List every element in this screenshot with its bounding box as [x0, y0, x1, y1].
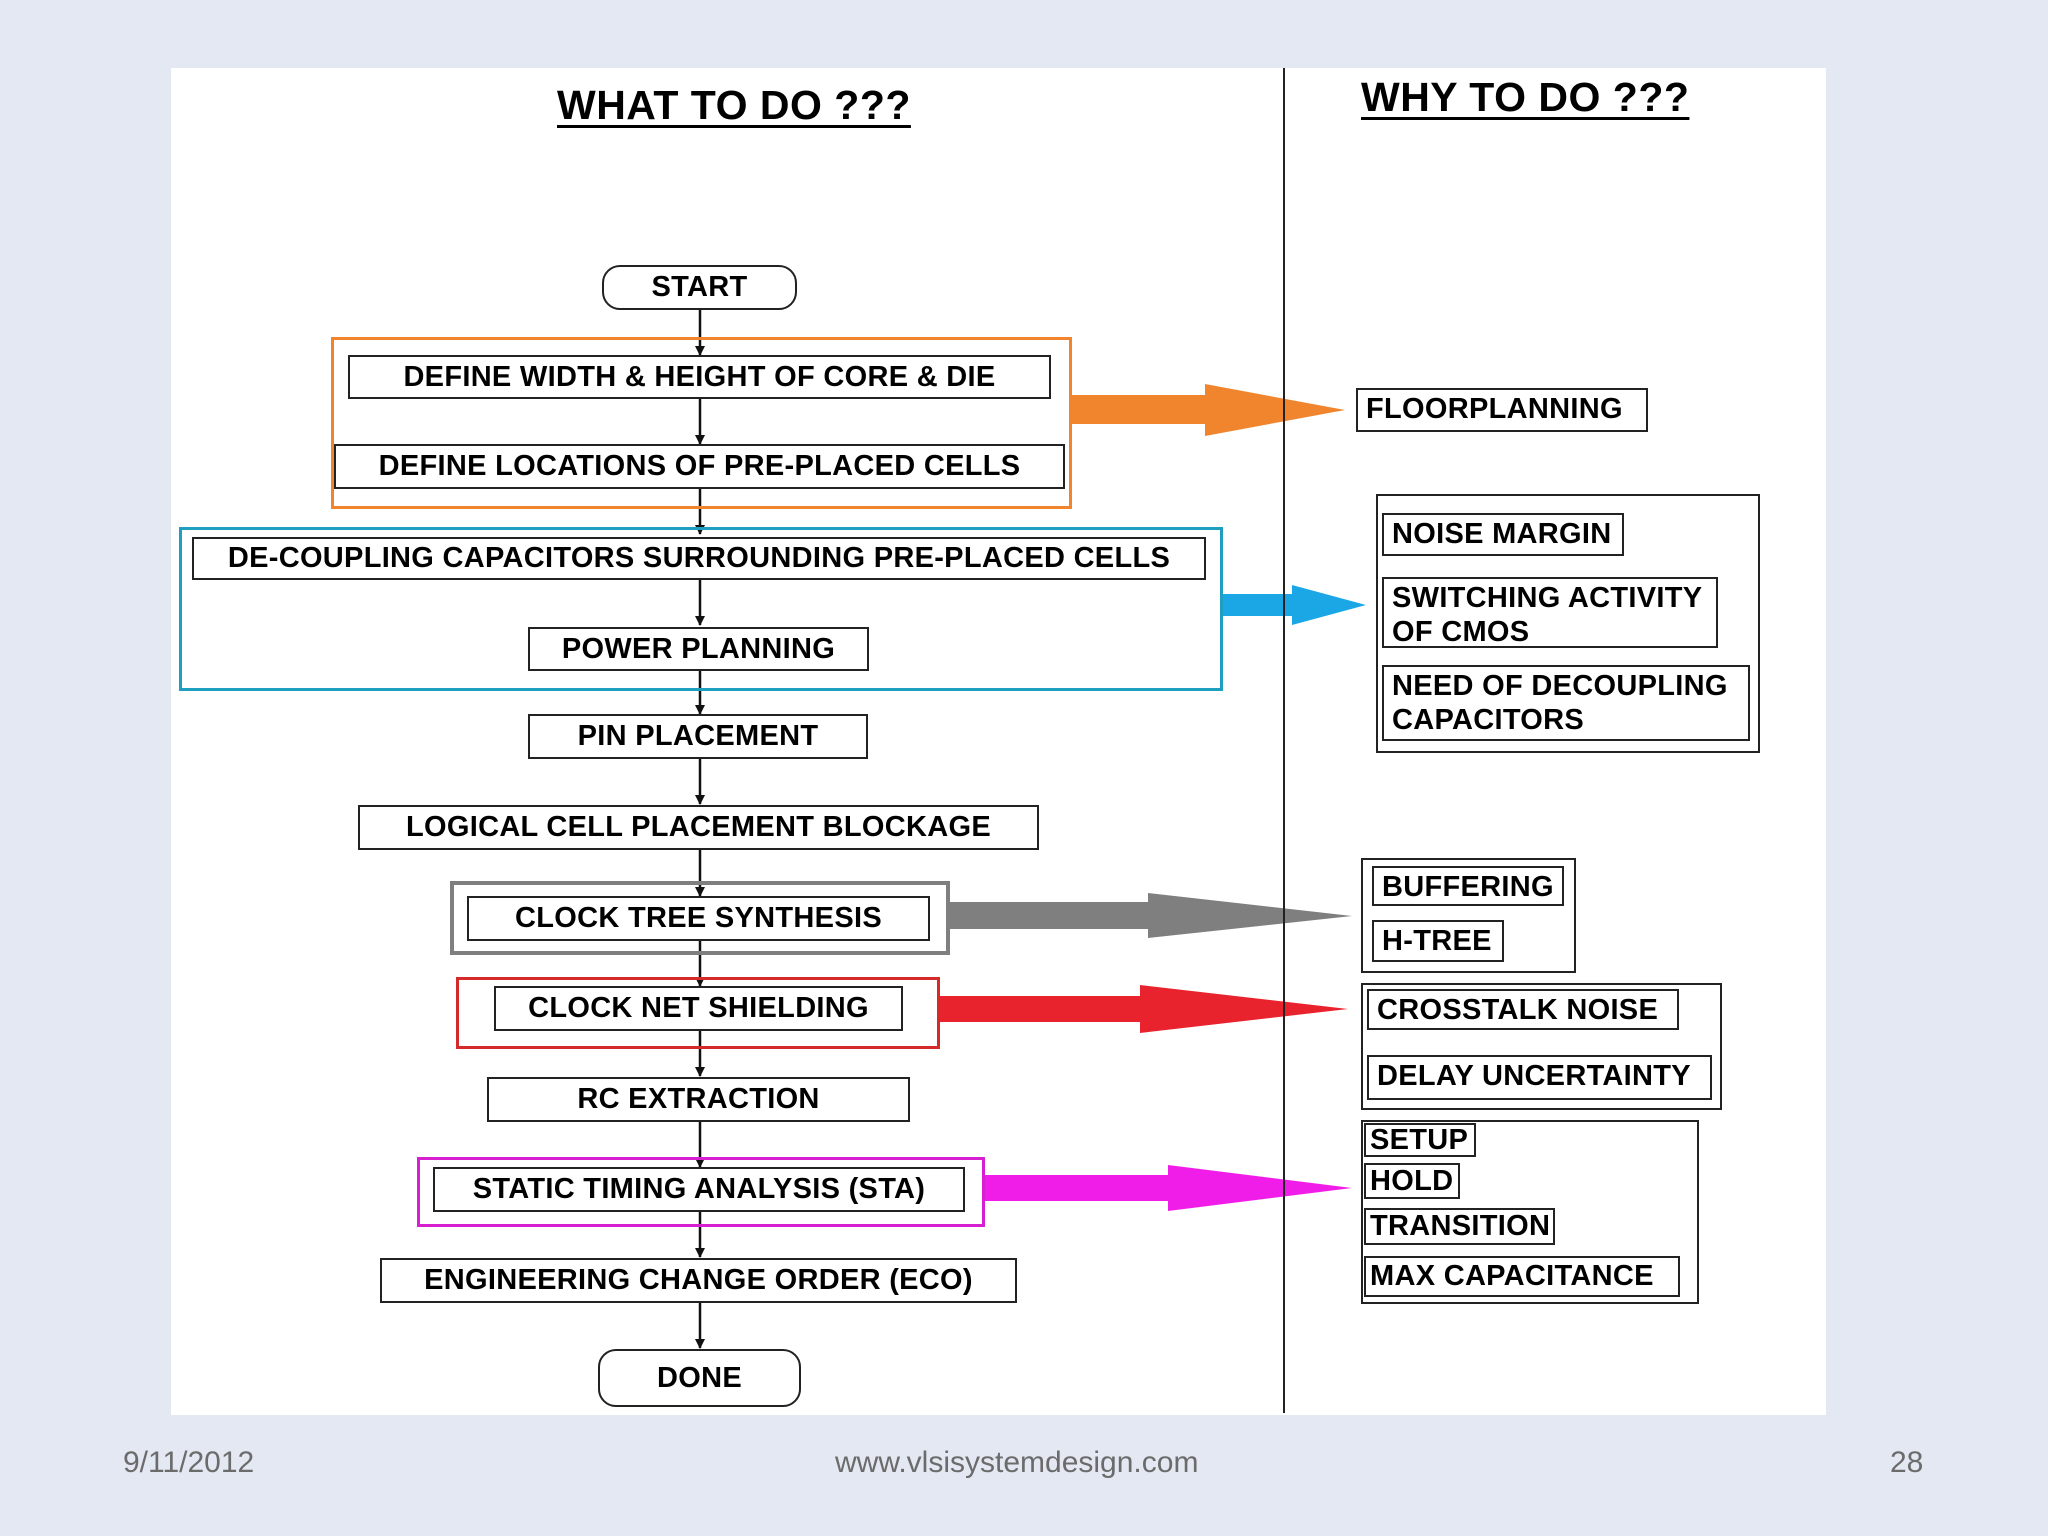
h-tree-reason: H-TREE [1372, 920, 1504, 962]
power-arrow [1222, 585, 1366, 625]
switching-activity-line-2: OF CMOS [1392, 616, 1530, 648]
floorplanning-group-frame [331, 337, 1072, 509]
transition-reason: TRANSITION [1364, 1208, 1555, 1245]
logical-cell-placement-blockage-step: LOGICAL CELL PLACEMENT BLOCKAGE [358, 805, 1039, 850]
cts-arrow [950, 893, 1352, 938]
define-locations-step: DEFINE LOCATIONS OF PRE-PLACED CELLS [334, 444, 1065, 489]
why-heading: WHY TO DO ??? [1361, 74, 1690, 120]
need-of-decoupling-line-1: NEED OF DECOUPLING [1392, 670, 1728, 702]
max-capacitance-reason: MAX CAPACITANCE [1364, 1256, 1680, 1297]
define-width-height-step: DEFINE WIDTH & HEIGHT OF CORE & DIE [348, 355, 1051, 399]
buffering-reason: BUFFERING [1372, 866, 1564, 906]
pin-placement-step: PIN PLACEMENT [528, 714, 868, 759]
power-group-frame [179, 527, 1223, 691]
floorplanning-reason: FLOORPLANNING [1356, 388, 1648, 432]
hold-reason: HOLD [1364, 1163, 1460, 1199]
switching-activity-reason: SWITCHING ACTIVITY OF CMOS [1382, 577, 1718, 648]
footer-page-number: 28 [1890, 1446, 1924, 1479]
crosstalk-noise-reason: CROSSTALK NOISE [1367, 989, 1679, 1030]
static-timing-analysis-step: STATIC TIMING ANALYSIS (STA) [433, 1167, 965, 1212]
done-terminal: DONE [598, 1349, 801, 1407]
what-heading: WHAT TO DO ??? [557, 82, 911, 128]
setup-reason: SETUP [1364, 1123, 1476, 1157]
noise-margin-reason: NOISE MARGIN [1382, 513, 1624, 556]
floorplan-arrow [1070, 384, 1345, 436]
footer-date: 9/11/2012 [123, 1446, 255, 1479]
footer-website: www.vlsisystemdesign.com [835, 1446, 1199, 1479]
sta-arrow [985, 1165, 1352, 1211]
switching-activity-line-1: SWITCHING ACTIVITY [1392, 582, 1703, 614]
need-of-decoupling-line-2: CAPACITORS [1392, 704, 1585, 736]
start-terminal: START [602, 265, 797, 310]
column-divider [1283, 68, 1285, 1413]
cts-group-frame [450, 881, 950, 955]
shielding-arrow [940, 985, 1348, 1033]
shielding-group-frame [456, 977, 940, 1049]
power-planning-step: POWER PLANNING [528, 627, 869, 671]
sta-group-frame [417, 1157, 985, 1227]
clock-tree-synthesis-step: CLOCK TREE SYNTHESIS [467, 896, 930, 941]
need-of-decoupling-reason: NEED OF DECOUPLING CAPACITORS [1382, 665, 1750, 741]
decoupling-capacitors-step: DE-COUPLING CAPACITORS SURROUNDING PRE-P… [192, 537, 1206, 580]
rc-extraction-step: RC EXTRACTION [487, 1077, 910, 1122]
clock-net-shielding-step: CLOCK NET SHIELDING [494, 986, 903, 1031]
engineering-change-order-step: ENGINEERING CHANGE ORDER (ECO) [380, 1258, 1017, 1303]
delay-uncertainty-reason: DELAY UNCERTAINTY [1367, 1055, 1712, 1100]
